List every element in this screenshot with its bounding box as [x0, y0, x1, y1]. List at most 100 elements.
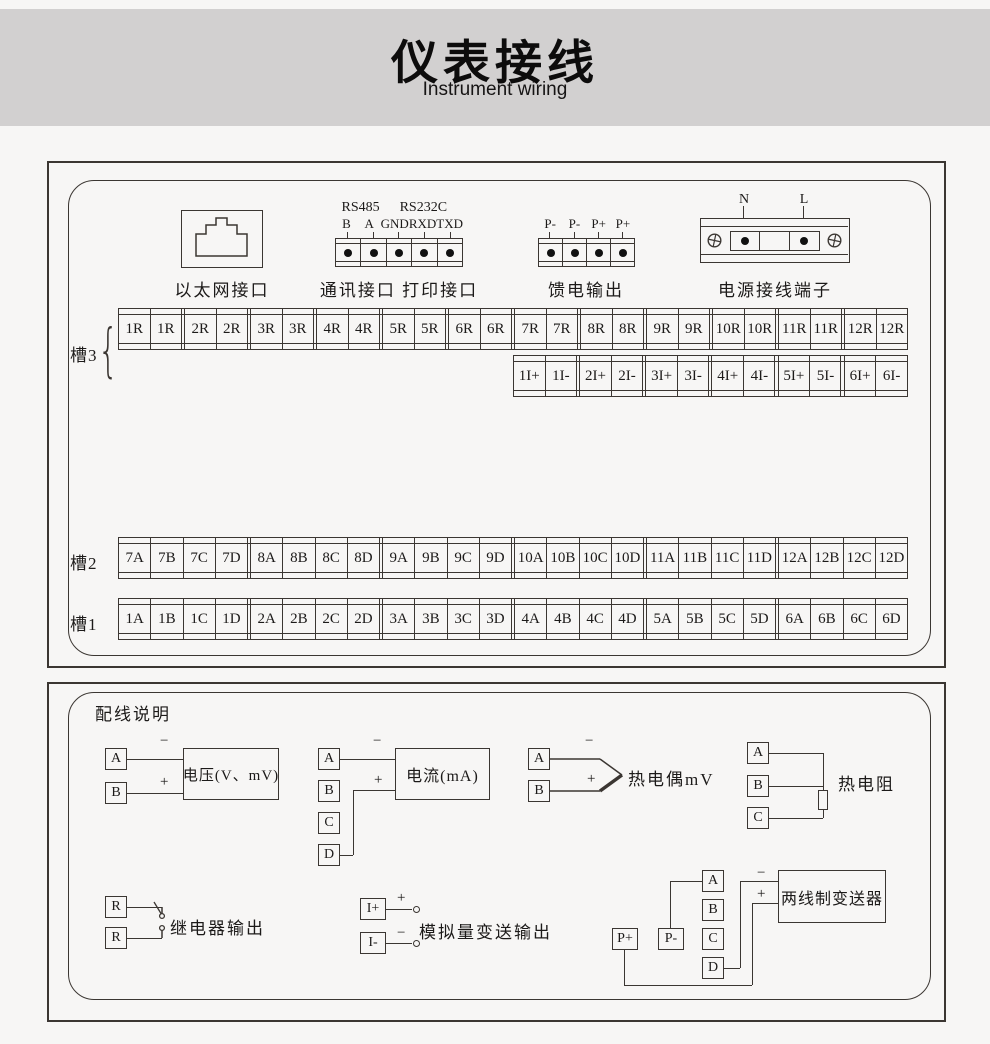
wire-segment: [823, 810, 824, 818]
rs232c-label: RS232C: [399, 200, 448, 215]
terminal-cell: 8D: [346, 538, 379, 578]
terminal-cell: 7B: [150, 538, 182, 578]
terminal-screw-cell: [385, 239, 411, 266]
terminal-box: A: [528, 748, 550, 770]
terminal-box: P-: [658, 928, 684, 950]
terminal-cell: 6I+: [840, 356, 876, 396]
minus-sign: −: [397, 925, 406, 941]
wire-segment: [127, 793, 184, 794]
wiring-guide-title: 配线说明: [95, 705, 171, 724]
terminal-cell: 9C: [446, 538, 479, 578]
terminal-cell: 11A: [642, 538, 678, 578]
wire-segment: [340, 759, 395, 760]
terminal-cell: 4R: [312, 309, 348, 349]
resistor-icon: [818, 790, 828, 810]
terminal-cell: 6I-: [875, 356, 907, 396]
wire-segment: [740, 881, 741, 968]
minus-sign: −: [585, 733, 594, 749]
terminal-dot: [546, 248, 555, 257]
ethernet-port: [181, 210, 263, 268]
terminal-rail: [119, 543, 907, 544]
terminal-cell: 5D: [742, 599, 775, 639]
terminal-cell: 3A: [378, 599, 414, 639]
pin-label: GND: [380, 216, 409, 231]
wire-segment: [386, 909, 412, 910]
relay-switch-icon: [153, 901, 166, 938]
screw-icon: [707, 232, 722, 248]
terminal-box: A: [747, 742, 769, 764]
pin-label: A: [364, 216, 374, 231]
plus-sign: +: [587, 771, 596, 787]
terminal-cell: 6R: [479, 309, 512, 349]
terminal-box: B: [318, 780, 340, 802]
comm-terminal-block: [335, 238, 463, 267]
ethernet-caption: 以太网接口: [174, 281, 270, 300]
line-pin-label: L: [799, 192, 809, 207]
terminal-cell: 3I-: [676, 356, 709, 396]
terminal-cell: 8R: [611, 309, 644, 349]
terminal-cell: 7R: [510, 309, 546, 349]
output-node-icon: [413, 939, 420, 947]
terminal-cell: 4D: [610, 599, 643, 639]
terminal-rail: [119, 633, 907, 634]
wire-segment: [127, 938, 162, 939]
terminal-cell: 10B: [546, 538, 578, 578]
terminal-cell: 11D: [742, 538, 775, 578]
terminal-box: D: [318, 844, 340, 866]
wire-segment: [353, 790, 395, 791]
terminal-dot: [618, 248, 627, 257]
terminal-cell: 1R: [149, 309, 182, 349]
terminal-cell: 8C: [314, 538, 347, 578]
terminal-box: I-: [360, 932, 386, 954]
terminal-box: C: [702, 928, 724, 950]
terminal-cell: 3B: [414, 599, 446, 639]
wire-segment: [752, 903, 778, 904]
wire-segment: [769, 818, 823, 819]
terminal-empty-cell: [759, 232, 790, 250]
terminal-cell: 8R: [576, 309, 612, 349]
plus-sign: +: [757, 886, 766, 902]
terminal-cell: 10A: [510, 538, 546, 578]
terminal-cell: 5R: [378, 309, 414, 349]
terminal-rail: [119, 343, 907, 344]
terminal-cell: 4C: [578, 599, 611, 639]
pin-label: P+: [591, 216, 606, 231]
plus-sign: +: [397, 890, 406, 906]
terminal-screw-cell: [411, 239, 436, 266]
pin-label: B: [342, 216, 351, 231]
terminal-cell: 12A: [774, 538, 810, 578]
terminal-cell: 8B: [282, 538, 314, 578]
terminal-cell: 5I-: [809, 356, 841, 396]
wire-segment: [769, 753, 823, 754]
terminal-screw-cell: [436, 239, 462, 266]
terminal-cell: 1R: [125, 320, 143, 337]
terminal-screw-cell: [586, 239, 610, 266]
wire-segment: [624, 950, 625, 985]
terminal-cell: 5R: [413, 309, 446, 349]
terminal-cell: 10R: [708, 309, 744, 349]
terminal-box: B: [747, 774, 769, 797]
terminal-screw-cell: [336, 239, 360, 266]
terminal-cell: 4R: [347, 309, 380, 349]
terminal-cell: 9D: [478, 538, 511, 578]
screw-icon: [827, 232, 842, 248]
terminal-cell: 3D: [478, 599, 511, 639]
terminal-cell: 2B: [282, 599, 314, 639]
terminal-cell: 12R: [840, 309, 876, 349]
terminal-cell: 7C: [182, 538, 215, 578]
page-subtitle: Instrument wiring: [422, 79, 568, 100]
wire-segment: [386, 943, 412, 944]
terminal-box: P+: [612, 928, 638, 950]
power-terminal-block: [700, 218, 850, 263]
page-title: 仪表接线: [391, 36, 599, 89]
minus-sign: −: [757, 865, 766, 881]
terminal-box: B: [105, 782, 127, 804]
terminal-screw-cell: [360, 239, 385, 266]
slot3-current-strip: 1I+1I-2I+2I-3I+3I-4I+4I-5I+5I-6I+6I-: [513, 355, 908, 397]
terminal-dot: [445, 248, 454, 257]
terminal-cell: 12D: [874, 538, 907, 578]
